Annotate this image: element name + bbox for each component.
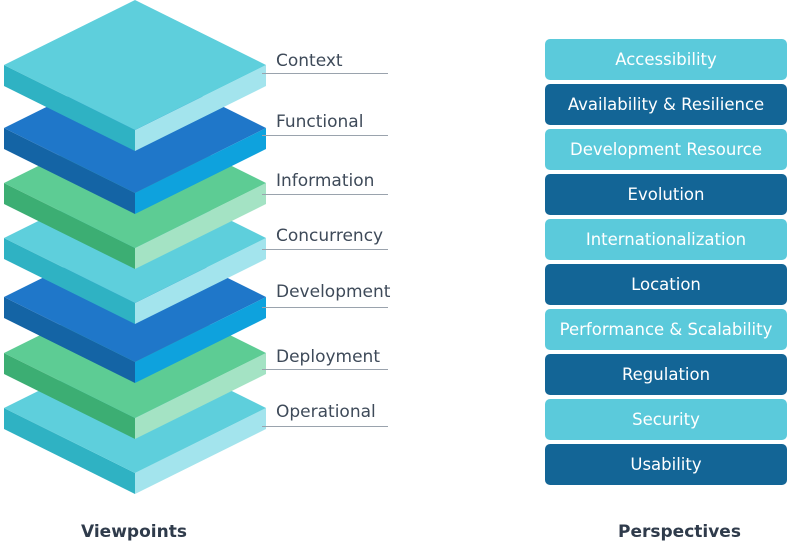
layer-context <box>4 0 266 151</box>
perspective-development-resource: Development Resource <box>545 129 787 170</box>
perspective-performance-scalability: Performance & Scalability <box>545 309 787 350</box>
viewpoint-rule-information <box>262 194 388 195</box>
perspective-availability-resilience: Availability & Resilience <box>545 84 787 125</box>
viewpoint-label-deployment: Deployment <box>276 347 380 367</box>
layer-context-top-face <box>4 0 266 130</box>
viewpoint-rule-concurrency <box>262 249 388 250</box>
layer-development-left-face <box>4 297 135 383</box>
layer-information-right-face <box>135 183 266 269</box>
layer-deployment-right-face <box>135 353 266 439</box>
viewpoint-rule-functional <box>262 135 388 136</box>
viewpoint-label-information: Information <box>276 171 375 191</box>
layer-information-left-face <box>4 183 135 269</box>
viewpoint-rule-context <box>262 73 388 74</box>
viewpoint-rule-deployment <box>262 369 388 370</box>
viewpoint-stack <box>4 0 266 494</box>
layer-operational-left-face <box>4 408 135 494</box>
perspective-location: Location <box>545 264 787 305</box>
layer-concurrency-right-face <box>135 238 266 324</box>
layer-deployment-left-face <box>4 353 135 439</box>
layer-functional-left-face <box>4 128 135 214</box>
perspective-security: Security <box>545 399 787 440</box>
layer-operational-right-face <box>135 408 266 494</box>
perspective-internationalization: Internationalization <box>545 219 787 260</box>
layer-concurrency-left-face <box>4 238 135 324</box>
viewpoint-label-concurrency: Concurrency <box>276 226 384 246</box>
perspectives-caption: Perspectives <box>618 522 741 542</box>
layer-functional-right-face <box>135 128 266 214</box>
perspective-regulation: Regulation <box>545 354 787 395</box>
layer-context-right-face <box>135 65 266 151</box>
perspective-evolution: Evolution <box>545 174 787 215</box>
viewpoints-caption: Viewpoints <box>81 522 187 542</box>
viewpoint-rule-operational <box>262 426 388 427</box>
viewpoint-rule-development <box>262 307 388 308</box>
perspective-usability: Usability <box>545 444 787 485</box>
viewpoint-label-operational: Operational <box>276 402 376 422</box>
viewpoint-label-functional: Functional <box>276 112 364 132</box>
layer-development-right-face <box>135 297 266 383</box>
viewpoint-label-context: Context <box>276 51 343 71</box>
viewpoint-label-development: Development <box>276 282 391 302</box>
perspective-accessibility: Accessibility <box>545 39 787 80</box>
layer-context-left-face <box>4 65 135 151</box>
